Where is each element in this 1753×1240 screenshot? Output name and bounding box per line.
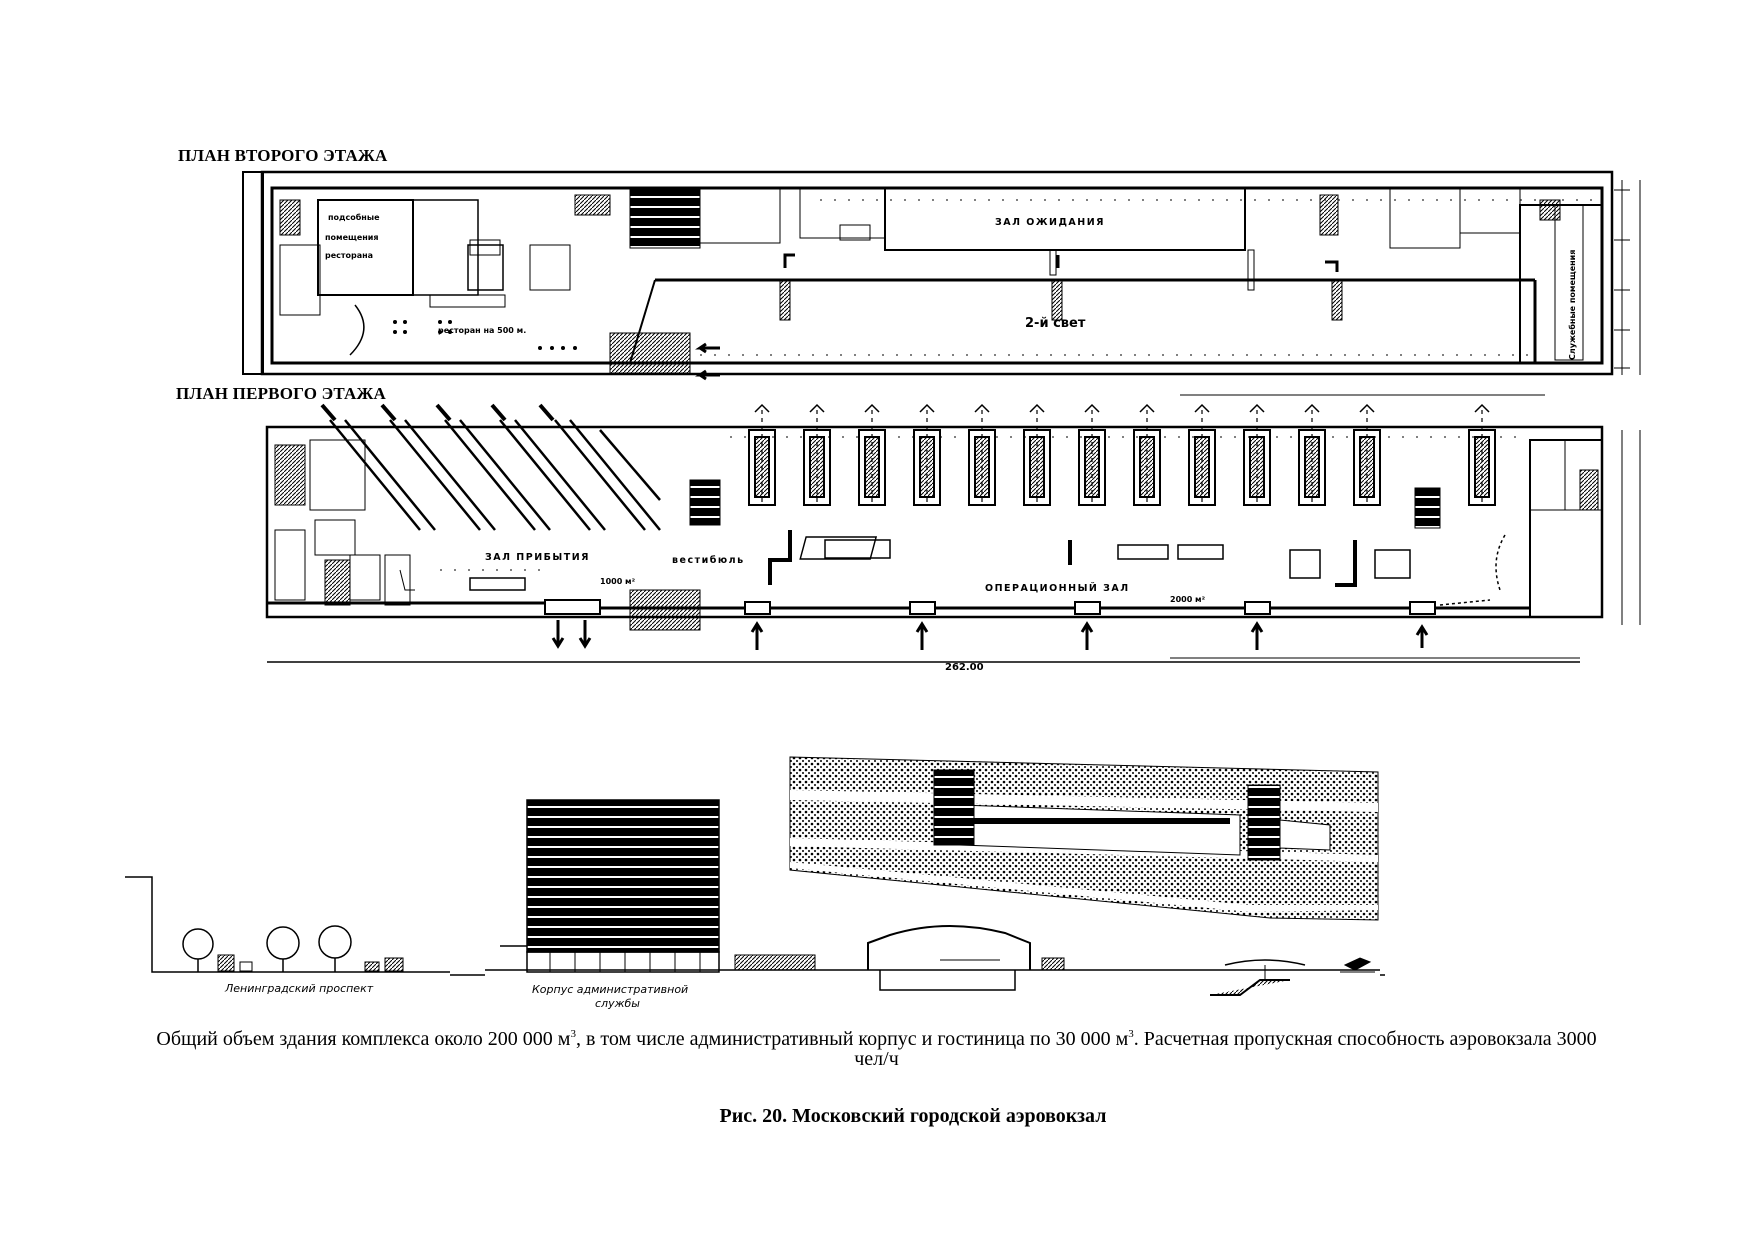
restaurant-label: ресторан на 500 м. — [438, 326, 526, 335]
diagonal-arrival-ramps — [329, 419, 661, 531]
diagonal-inbound-arrows — [320, 403, 555, 422]
street-label: Ленинградский проспект — [224, 982, 374, 995]
summary-part-3: . Расчетная пропускная способность аэров… — [854, 1028, 1597, 1070]
first-floor-plan — [265, 394, 1641, 663]
operations-hall-label: ОПЕРАЦИОННЫЙ ЗАЛ — [985, 582, 1130, 594]
first-floor-heading: ПЛАН ПЕРВОГО ЭТАЖА — [176, 384, 386, 403]
trees — [182, 925, 352, 972]
second-floor-labels: подсобные помещения ресторана ресторан н… — [325, 212, 1577, 360]
admin-block-label-2: службы — [595, 997, 640, 1010]
summary-sup-1: 3 — [570, 1028, 576, 1040]
gate-apron-arrows — [754, 403, 1490, 413]
room-aux-label-1: подсобные — [328, 212, 380, 222]
arrival-area-label: 1000 м² — [600, 577, 636, 586]
second-light-label: 2-й свет — [1025, 316, 1086, 331]
summary-sup-2: 3 — [1128, 1028, 1134, 1040]
operations-area-label: 2000 м² — [1170, 595, 1206, 604]
admin-block-label-1: Корпус административной — [532, 983, 688, 996]
aerial-view-photo — [789, 756, 1379, 921]
summary-text: Общий объем здания комплекса около 200 0… — [150, 1028, 1603, 1070]
entrance-arrows — [551, 620, 1429, 650]
second-floor-plan — [242, 170, 1641, 381]
total-length-label: 262.00 — [945, 662, 984, 673]
service-rooms-label: Служебные помещения — [1567, 250, 1577, 360]
waiting-hall-label: ЗАЛ ОЖИДАНИЯ — [995, 217, 1105, 228]
summary-part-1: Общий объем здания комплекса около 200 0… — [156, 1028, 571, 1050]
building-section — [125, 799, 1385, 996]
summary-part-2: , в том числе административный корпус и … — [575, 1028, 1129, 1050]
section-labels: Ленинградский проспект Корпус администра… — [224, 982, 688, 1010]
check-in-counters — [469, 536, 1411, 591]
room-aux-label-3: ресторана — [325, 251, 373, 260]
first-floor-labels: ЗАЛ ПРИБЫТИЯ 1000 м² вестибюль ОПЕРАЦИОН… — [485, 552, 1206, 673]
entrance-doors — [544, 599, 1436, 615]
vestibule-label: вестибюль — [672, 555, 745, 566]
figure-caption: Рис. 20. Московский городской аэровокзал — [719, 1105, 1107, 1127]
second-floor-heading: ПЛАН ВТОРОГО ЭТАЖА — [178, 146, 388, 165]
boarding-gates — [748, 429, 1496, 506]
arrival-hall-label: ЗАЛ ПРИБЫТИЯ — [485, 552, 590, 563]
internal-flow-arrows — [768, 530, 1357, 587]
room-aux-label-2: помещения — [325, 233, 379, 242]
